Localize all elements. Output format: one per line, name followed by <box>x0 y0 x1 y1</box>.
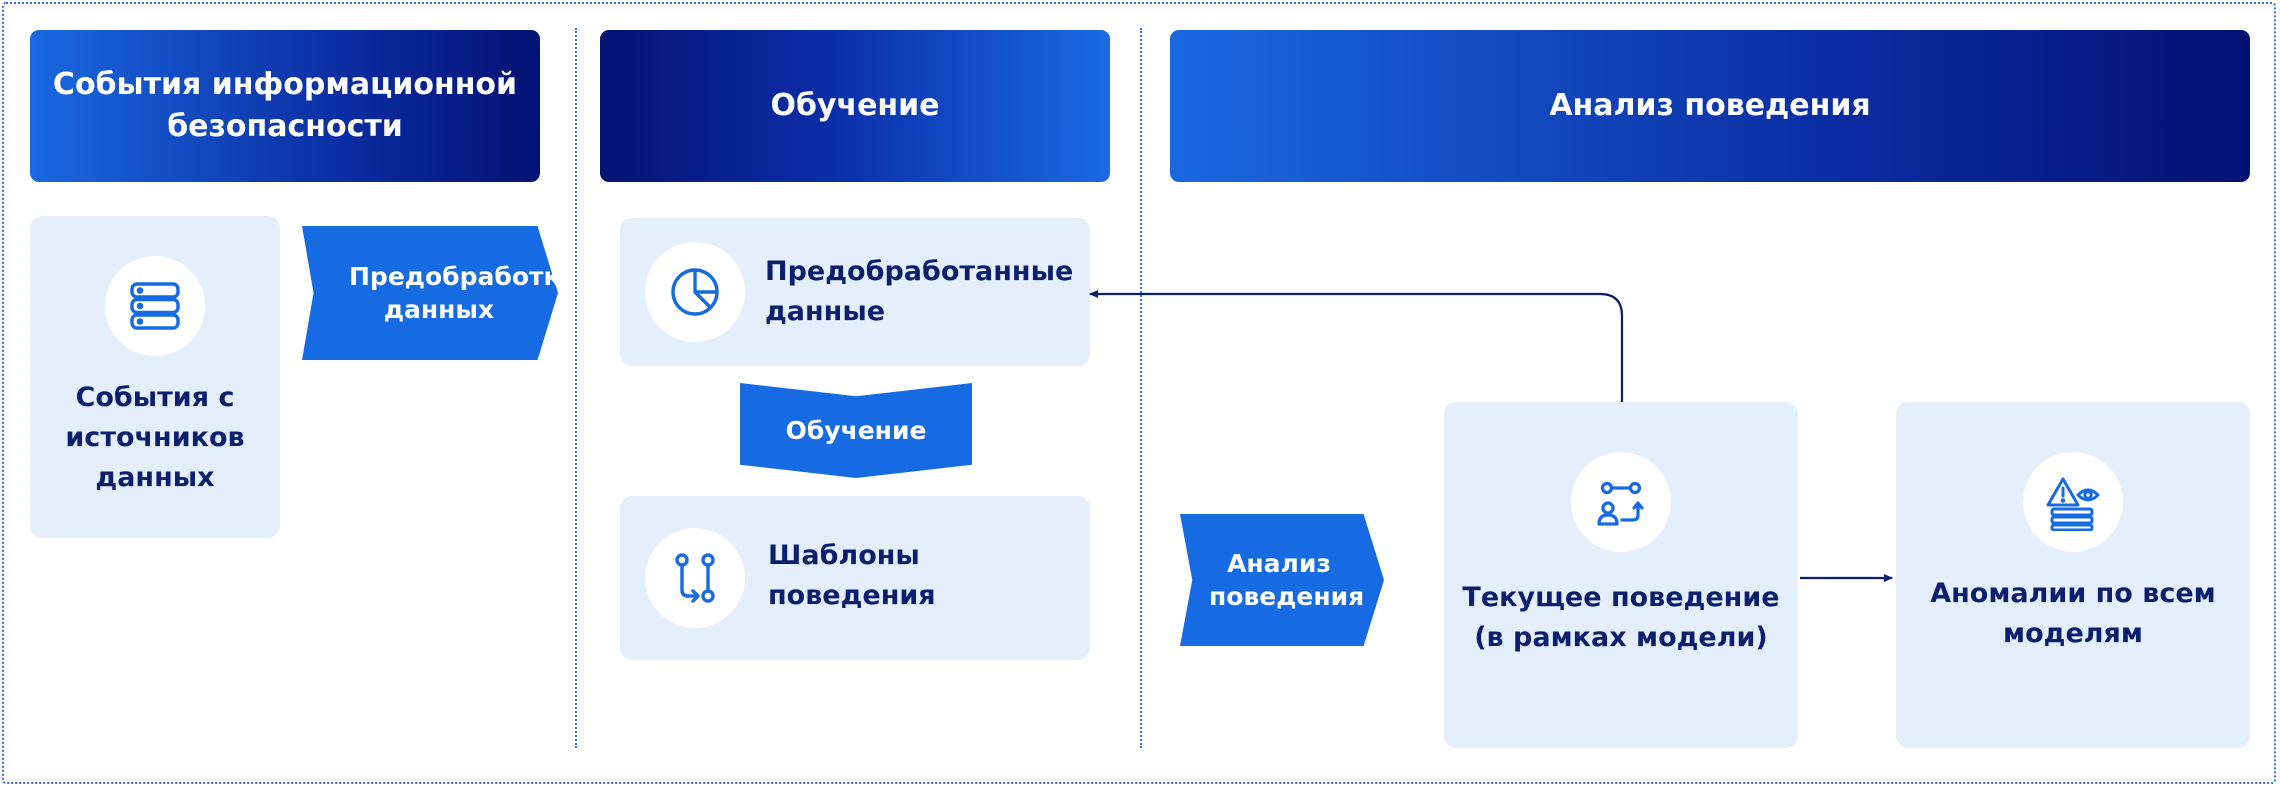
feedback-connector <box>1089 290 1624 402</box>
arrow-preprocessing-label: Предобработка данных <box>349 262 578 324</box>
user-flow-icon <box>1571 452 1671 552</box>
branch-flow-icon <box>645 528 745 628</box>
arrow-training: Обучение <box>740 383 972 478</box>
warning-stack-icon <box>2023 452 2123 552</box>
column-separator-1 <box>575 28 577 748</box>
card-event-sources-label: События с источников данных <box>65 382 245 493</box>
column-separator-2 <box>1140 28 1142 748</box>
card-current-behavior: Текущее поведение (в рамках модели) <box>1444 402 1798 748</box>
card-preprocessed-data-label: Предобработанные данные <box>765 256 1074 327</box>
header-events-label: События информационной безопасности <box>52 67 518 144</box>
pie-chart-icon <box>645 242 745 342</box>
header-training-label: Обучение <box>770 88 940 123</box>
card-event-sources: События с источников данных <box>30 216 280 538</box>
arrow-preprocessing: Предобработка данных <box>302 226 558 360</box>
arrow-training-label: Обучение <box>785 416 927 445</box>
server-icon <box>105 256 205 356</box>
header-analysis-label: Анализ поведения <box>1549 88 1871 123</box>
card-current-behavior-label: Текущее поведение (в рамках модели) <box>1462 582 1780 653</box>
card-anomalies: Аномалии по всем моделям <box>1896 402 2250 748</box>
header-analysis: Анализ поведения <box>1170 30 2250 182</box>
arrow-analysis-label: Анализ поведения <box>1209 549 1365 611</box>
arrow-analysis: Анализ поведения <box>1180 514 1384 646</box>
card-preprocessed-data: Предобработанные данные <box>620 218 1090 366</box>
header-training: Обучение <box>600 30 1110 182</box>
card-behavior-patterns: Шаблоны поведения <box>620 496 1090 660</box>
card-behavior-patterns-label: Шаблоны поведения <box>768 540 936 611</box>
header-events: События информационной безопасности <box>30 30 540 182</box>
card-anomalies-label: Аномалии по всем моделям <box>1930 578 2216 649</box>
